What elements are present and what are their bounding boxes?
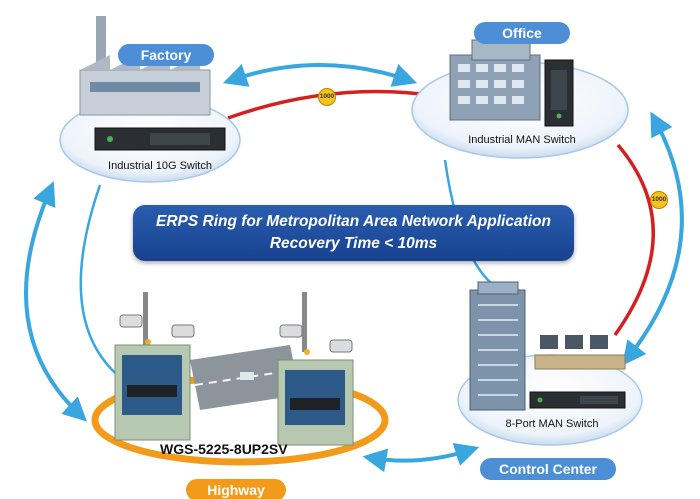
flow-arrow-right [622,111,684,366]
industrial-man-switch-icon [544,59,574,127]
flow-arrow-left-outer [24,181,87,422]
factory-site-label: Factory [118,44,214,66]
industrial-10g-switch-icon [94,127,226,151]
cctv-pole-left-icon [119,292,195,352]
cctv-pole-right-icon [279,292,353,355]
fiber-link-office-control [613,143,655,337]
fiber-speed-badge-right: 1000 [650,191,668,209]
highway-site-label: Highway [186,479,286,499]
office-building-icon [449,39,541,121]
highway-device-model: WGS-5225-8UP2SV [160,441,288,457]
control-center-tower-icon [469,281,526,411]
flow-arrow-bottom [362,442,480,473]
field-cabinet-left-icon [114,344,191,441]
control-center-site-label: Control Center [480,458,616,480]
field-cabinet-right-icon [277,359,354,446]
control-center-device-label: 8-Port MAN Switch [505,418,599,430]
fiber-speed-badge-top: 1000 [318,88,336,106]
factory-device-label: Industrial 10G Switch [108,160,212,172]
banner-subtitle: Recovery Time < 10ms [269,235,438,252]
operators-desk-icon [534,335,626,370]
8-port-man-switch-icon [529,391,626,409]
office-site-label: Office [474,22,570,44]
office-device-label: Industrial MAN Switch [468,134,576,146]
banner-title: ERPS Ring for Metropolitan Area Network … [156,213,551,230]
flow-arrow-left-inner [79,184,131,387]
erps-banner: ERPS Ring for Metropolitan Area Network … [133,205,574,261]
flow-arrow-top [222,63,418,87]
